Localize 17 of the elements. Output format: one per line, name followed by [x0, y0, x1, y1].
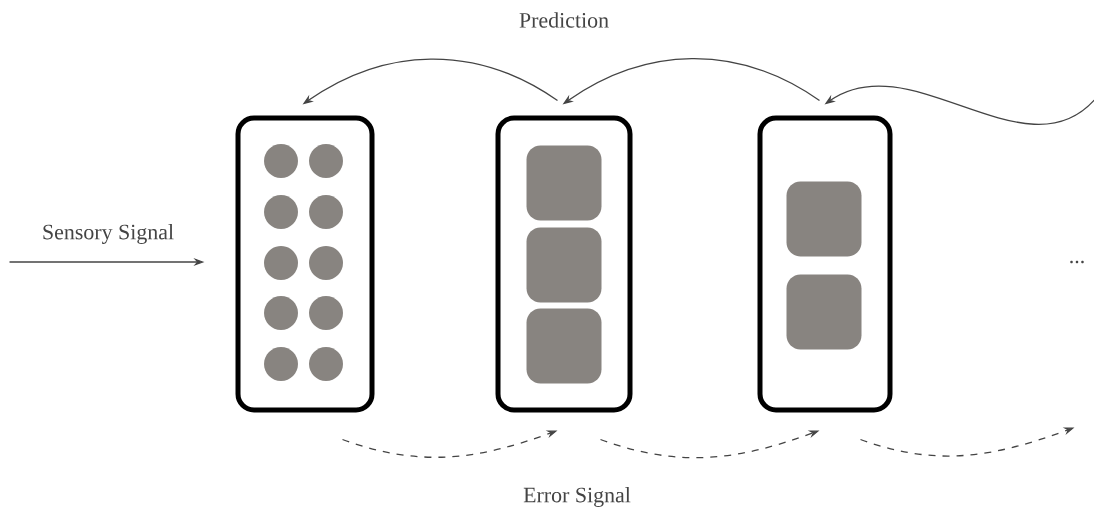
unit-circle [309, 296, 343, 330]
layer-box [757, 115, 893, 413]
unit-circle [264, 246, 298, 280]
layer-box [495, 115, 633, 413]
edge-label: Sensory Signal [40, 223, 176, 245]
unit-circle [264, 296, 298, 330]
unit-circle [264, 347, 298, 381]
unit-circle [264, 195, 298, 229]
unit-circle [309, 144, 343, 178]
arrow-group-label: Prediction [519, 12, 609, 28]
unit-circle [309, 195, 343, 229]
arrow-group-label: Error Signal [523, 487, 631, 507]
layer-box [235, 115, 375, 413]
unit-circle [309, 347, 343, 381]
unit-circle [264, 144, 298, 178]
ellipsis: ... [1070, 260, 1084, 264]
unit-circle [309, 246, 343, 280]
